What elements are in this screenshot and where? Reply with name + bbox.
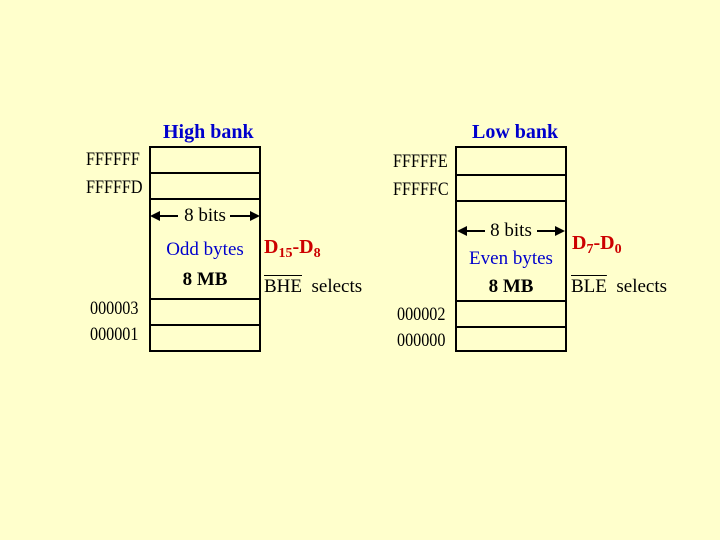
low-bank-address-bottom-2: 000000 — [397, 330, 446, 351]
high-bank-row-divider — [151, 172, 259, 174]
low-bank-width-arrow — [457, 226, 565, 236]
high-bank-data-lines: D15-D8 — [264, 236, 321, 261]
low-bank-row-divider — [457, 326, 565, 328]
high-bank-address-top-1: FFFFFF — [86, 149, 140, 170]
high-bank-address-top-2: FFFFFD — [86, 177, 143, 198]
high-bank-title: High bank — [163, 121, 254, 143]
low-bank-content-label: Even bytes — [469, 248, 553, 269]
low-bank-width-label: 8 bits — [490, 220, 532, 241]
high-bank-address-bottom-1: 000003 — [90, 298, 139, 319]
low-bank-address-top-2: FFFFFC — [393, 179, 449, 200]
high-bank-select-signal: BHE selects — [264, 276, 362, 298]
low-bank-row-divider — [457, 200, 565, 202]
high-bank-width-arrow — [150, 211, 260, 221]
high-bank-row-divider — [151, 324, 259, 326]
high-bank-row-divider — [151, 298, 259, 300]
high-bank-memory-block — [149, 146, 261, 352]
low-bank-address-top-1: FFFFFE — [393, 151, 448, 172]
bhe-signal: BHE — [264, 276, 302, 297]
high-bank-selects-word: selects — [311, 276, 363, 297]
low-bank-address-bottom-1: 000002 — [397, 304, 446, 325]
ble-signal: BLE — [571, 276, 607, 297]
low-bank-title: Low bank — [472, 121, 559, 143]
low-bank-row-divider — [457, 174, 565, 176]
low-bank-data-lines: D7-D0 — [572, 232, 622, 257]
low-bank-select-signal: BLE selects — [571, 276, 667, 298]
high-bank-width-label: 8 bits — [184, 205, 226, 226]
high-bank-address-bottom-2: 000001 — [90, 324, 139, 345]
low-bank-row-divider — [457, 300, 565, 302]
low-bank-selects-word: selects — [616, 276, 668, 297]
high-bank-size-label: 8 MB — [182, 269, 228, 290]
high-bank-row-divider — [151, 198, 259, 200]
low-bank-size-label: 8 MB — [488, 276, 534, 297]
low-bank-memory-block — [455, 146, 567, 352]
high-bank-content-label: Odd bytes — [166, 239, 244, 260]
